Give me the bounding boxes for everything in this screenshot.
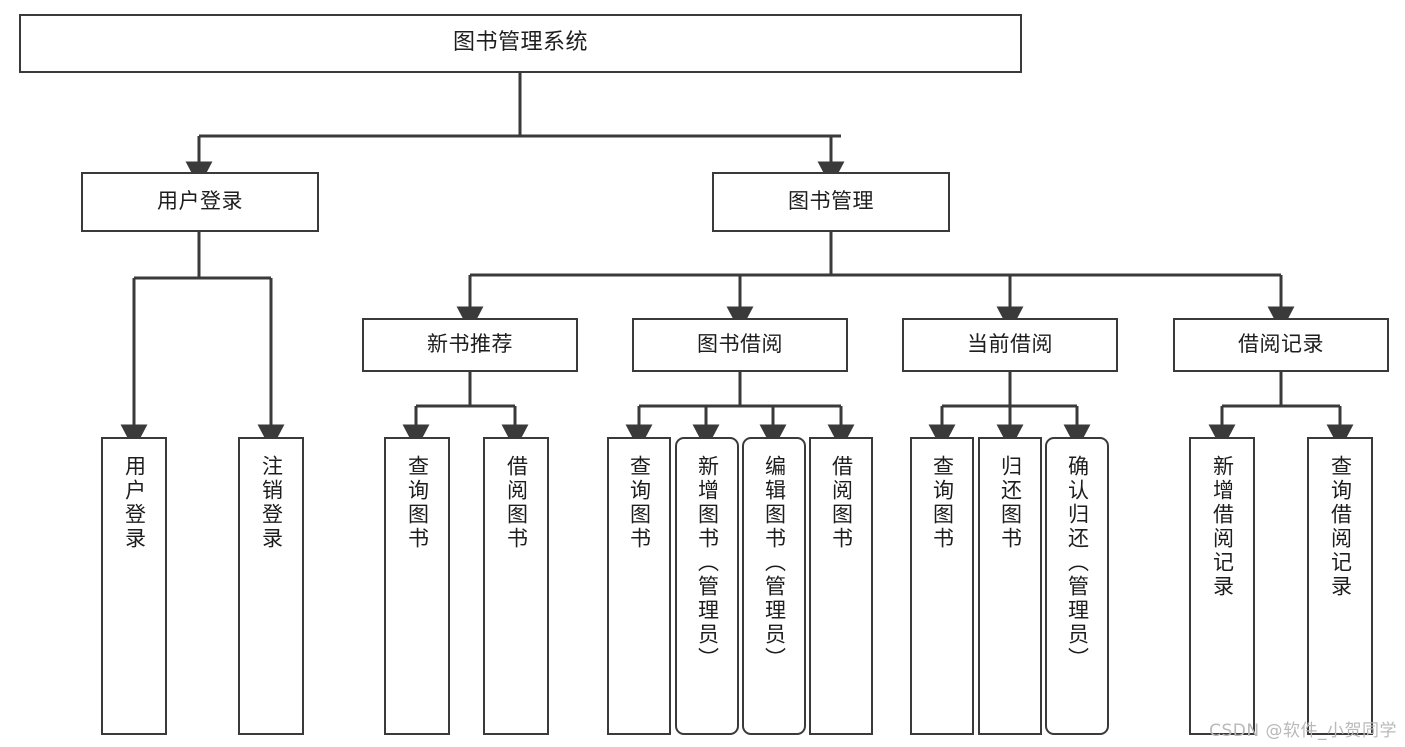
leaf-query-book-current[interactable]: 查询图书: [910, 437, 974, 735]
node-book-borrow[interactable]: 图书借阅: [632, 318, 848, 372]
csdn-watermark: CSDN @软件_小贺同学: [1209, 721, 1397, 741]
node-current-borrow[interactable]: 当前借阅: [902, 318, 1118, 372]
node-label: 新增借阅记录: [1210, 455, 1235, 599]
node-label: 新书推荐: [427, 332, 513, 357]
leaf-query-borrow-record[interactable]: 查询借阅记录: [1307, 437, 1373, 735]
leaf-add-borrow-record[interactable]: 新增借阅记录: [1189, 437, 1255, 735]
node-label: 图书借阅: [697, 332, 783, 357]
node-label: 当前借阅: [967, 332, 1053, 357]
node-label: 图书管理系统: [452, 30, 588, 56]
node-label: 编辑图书（管理员）: [762, 455, 787, 671]
node-label: 确认归还（管理员）: [1065, 455, 1090, 671]
node-book-management[interactable]: 图书管理: [712, 172, 950, 232]
node-label: 查询图书: [405, 455, 430, 551]
leaf-borrow-book[interactable]: 借阅图书: [809, 437, 873, 735]
node-root-system[interactable]: 图书管理系统: [19, 14, 1022, 73]
leaf-logout[interactable]: 注销登录: [238, 437, 304, 735]
node-label: 借阅记录: [1238, 332, 1324, 357]
node-label: 查询图书: [930, 455, 955, 551]
node-label: 图书管理: [788, 189, 874, 214]
node-new-book-recommend[interactable]: 新书推荐: [362, 318, 578, 372]
leaf-query-book-recommend[interactable]: 查询图书: [384, 437, 450, 735]
node-label: 用户登录: [122, 455, 147, 551]
node-label: 查询借阅记录: [1328, 455, 1353, 599]
node-label: 借阅图书: [829, 455, 854, 551]
leaf-edit-book-admin[interactable]: 编辑图书（管理员）: [742, 437, 806, 735]
node-user-login[interactable]: 用户登录: [81, 172, 319, 232]
leaf-user-login[interactable]: 用户登录: [101, 437, 167, 735]
node-label: 新增图书（管理员）: [695, 455, 720, 671]
node-label: 归还图书: [998, 455, 1023, 551]
node-label: 注销登录: [259, 455, 284, 551]
leaf-return-book[interactable]: 归还图书: [978, 437, 1042, 735]
leaf-query-book-borrow[interactable]: 查询图书: [607, 437, 671, 735]
node-label: 用户登录: [157, 189, 243, 214]
leaf-add-book-admin[interactable]: 新增图书（管理员）: [675, 437, 739, 735]
node-borrow-record[interactable]: 借阅记录: [1173, 318, 1389, 372]
leaf-confirm-return-admin[interactable]: 确认归还（管理员）: [1045, 437, 1109, 735]
leaf-borrow-book-recommend[interactable]: 借阅图书: [483, 437, 549, 735]
node-label: 借阅图书: [504, 455, 529, 551]
node-label: 查询图书: [627, 455, 652, 551]
